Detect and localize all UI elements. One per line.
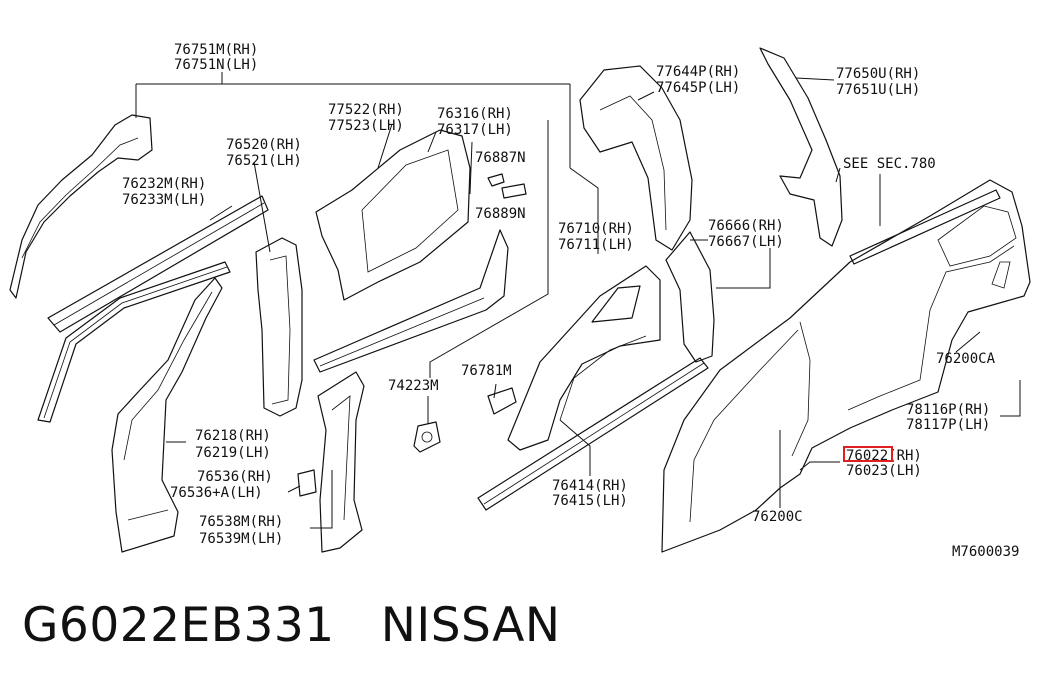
label-76889N: 76889N — [475, 206, 526, 222]
label-76414: 76414(RH) — [552, 478, 628, 494]
part-77644-inner-panel — [579, 65, 693, 251]
label-76218: 76218(RH) — [195, 428, 271, 444]
selected-part-highlight — [843, 446, 893, 462]
part-76022-body-side — [661, 179, 1031, 553]
label-76316: 76316(RH) — [437, 106, 513, 122]
label-78117P: 78117P(LH) — [906, 417, 990, 433]
label-77523: 77523(LH) — [328, 118, 404, 134]
part-caption: G6022EB331 NISSAN — [22, 598, 607, 668]
part-77650-inner-upper — [759, 47, 843, 247]
label-76219: 76219(LH) — [195, 445, 271, 461]
label-76023: 76023(LH) — [846, 463, 922, 479]
label-78116P: 78116P(RH) — [906, 402, 990, 418]
part-76887-clip — [487, 173, 527, 199]
label-76710: 76710(RH) — [558, 221, 634, 237]
label-76200C: 76200C — [752, 509, 803, 525]
part-76751-roof-rail — [9, 114, 153, 299]
part-76538-pillar — [317, 371, 365, 553]
label-77645P: 77645P(LH) — [656, 80, 740, 96]
label-76711: 76711(LH) — [558, 237, 634, 253]
label-76666: 76666(RH) — [708, 218, 784, 234]
label-76751M: 76751M(RH) — [174, 42, 258, 58]
part-77522-quarter-inner — [315, 129, 471, 301]
part-76316-sill-rail — [313, 229, 509, 373]
label-76751N: 76751N(LH) — [174, 57, 258, 73]
part-76232-rail — [37, 195, 269, 423]
label-76536-A: 76536+A(LH) — [170, 485, 263, 501]
label-76667: 76667(LH) — [708, 234, 784, 250]
part-76218-pillar — [111, 277, 223, 553]
label-77650U: 77650U(RH) — [836, 66, 920, 82]
label-76200CA: 76200CA — [936, 351, 996, 367]
part-76781-bracket — [487, 387, 517, 415]
label-76232M: 76232M(RH) — [122, 176, 206, 192]
part-76536-bracket — [297, 469, 317, 497]
parts-diagram: 76751M(RH) 76751N(LH) 77522(RH) 77523(LH… — [9, 42, 1031, 560]
label-76539M: 76539M(LH) — [199, 531, 283, 547]
label-77651U: 77651U(LH) — [836, 82, 920, 98]
label-76415: 76415(LH) — [552, 493, 628, 509]
label-76538M: 76538M(RH) — [199, 514, 283, 530]
label-76781M: 76781M — [461, 363, 512, 379]
label-76317: 76317(LH) — [437, 122, 513, 138]
leader-lines — [135, 72, 1021, 529]
drawing-number: M7600039 — [952, 544, 1019, 560]
label-see-sec-780: SEE SEC.780 — [843, 156, 936, 172]
part-76520-pillar — [255, 237, 303, 417]
label-74223M: 74223M — [388, 378, 439, 394]
label-76536: 76536(RH) — [197, 469, 273, 485]
label-77522: 77522(RH) — [328, 102, 404, 118]
label-76520: 76520(RH) — [226, 137, 302, 153]
callout-labels: 76751M(RH) 76751N(LH) 77522(RH) 77523(LH… — [122, 42, 1019, 560]
brand-name: NISSAN — [380, 598, 561, 653]
label-76521: 76521(LH) — [226, 153, 302, 169]
label-76233M: 76233M(LH) — [122, 192, 206, 208]
part-number: G6022EB331 — [22, 598, 335, 653]
part-76666-pillar — [665, 231, 715, 363]
part-76710-wheelhouse — [507, 265, 661, 451]
part-74223-grommet — [413, 421, 441, 453]
label-77644P: 77644P(RH) — [656, 64, 740, 80]
label-76887N: 76887N — [475, 150, 526, 166]
diagram-canvas: 76751M(RH) 76751N(LH) 77522(RH) 77523(LH… — [9, 42, 1031, 560]
part-76414-sill — [477, 357, 709, 511]
